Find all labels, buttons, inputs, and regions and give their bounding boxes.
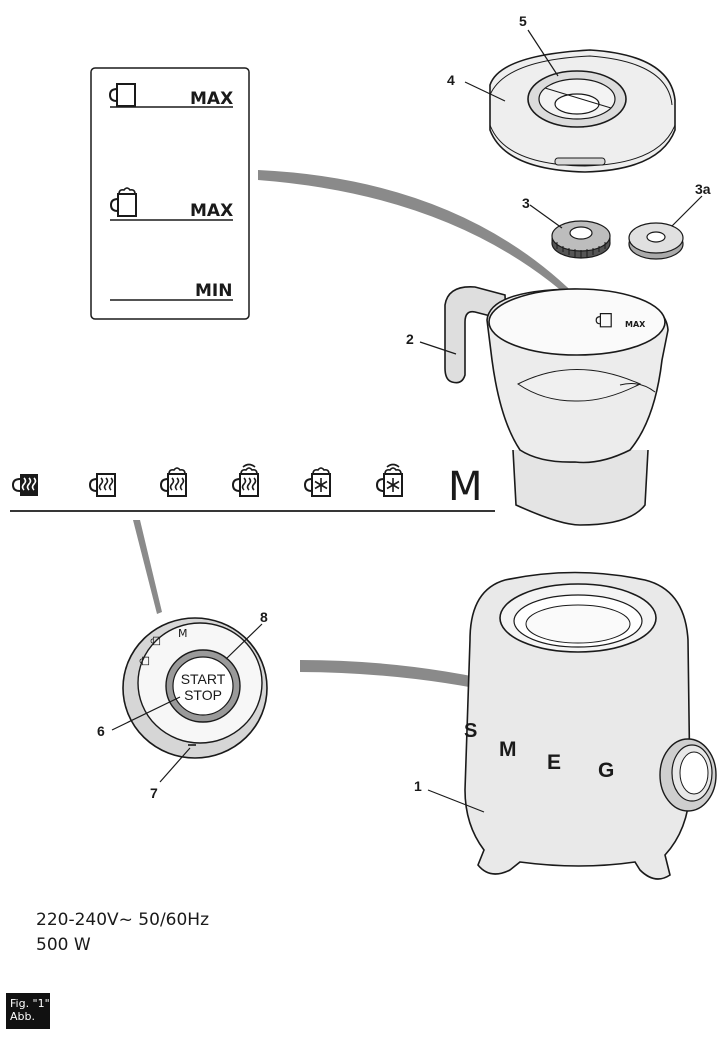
callout-8: 8 [260,609,268,625]
min-label: MIN [195,281,232,301]
spacer-ring [628,222,684,260]
base: S M E G [464,571,717,880]
zoom-beam-modes [133,520,162,614]
callout-3: 3 [522,195,530,211]
base-knob [659,738,717,812]
callout-2: 2 [406,331,414,347]
lid [489,49,676,173]
mode-bar: M [10,463,495,512]
voltage-spec: 220-240V~ 50/60Hz [36,910,210,930]
stop-label: STOP [184,687,222,703]
callout-5: 5 [519,13,527,29]
hot-milk-icon [89,473,116,497]
manual-mode-label: M [448,464,483,510]
max-label-froth: MAX [190,201,233,221]
dial-manual-mark: M [178,627,188,640]
hot-dense-froth-icon [232,463,259,497]
control-dial: START STOP M [122,617,268,759]
cold-dense-froth-icon [376,463,403,497]
hot-milk-selected-icon [11,474,38,496]
figure-label-de: Abb. [10,1010,35,1023]
hot-light-froth-icon [160,467,187,497]
cold-light-froth-icon [304,467,331,497]
brand-letter-e: E [547,751,561,774]
brand-letter-s: S [464,720,477,742]
figure-badge: Fig. "1" Abb. [6,993,50,1029]
callout-6: 6 [97,723,105,739]
jug-max-mark: MAX [625,320,646,329]
zoom-beam-dial [300,660,672,748]
max-label-cup: MAX [190,89,233,109]
callout-3a: 3a [695,181,711,197]
callout-1: 1 [414,778,422,794]
level-panel: MAX MAX MIN [90,67,250,320]
jug: MAX [444,286,669,526]
lid-cap [527,70,627,128]
whisk [551,220,611,259]
brand-letter-m: M [499,738,517,761]
figure-label: Fig. "1" [10,997,50,1010]
brand-letter-g: G [598,759,614,782]
callout-4: 4 [447,72,455,88]
start-label: START [181,671,226,687]
power-spec: 500 W [36,935,91,955]
callout-7: 7 [150,785,158,801]
